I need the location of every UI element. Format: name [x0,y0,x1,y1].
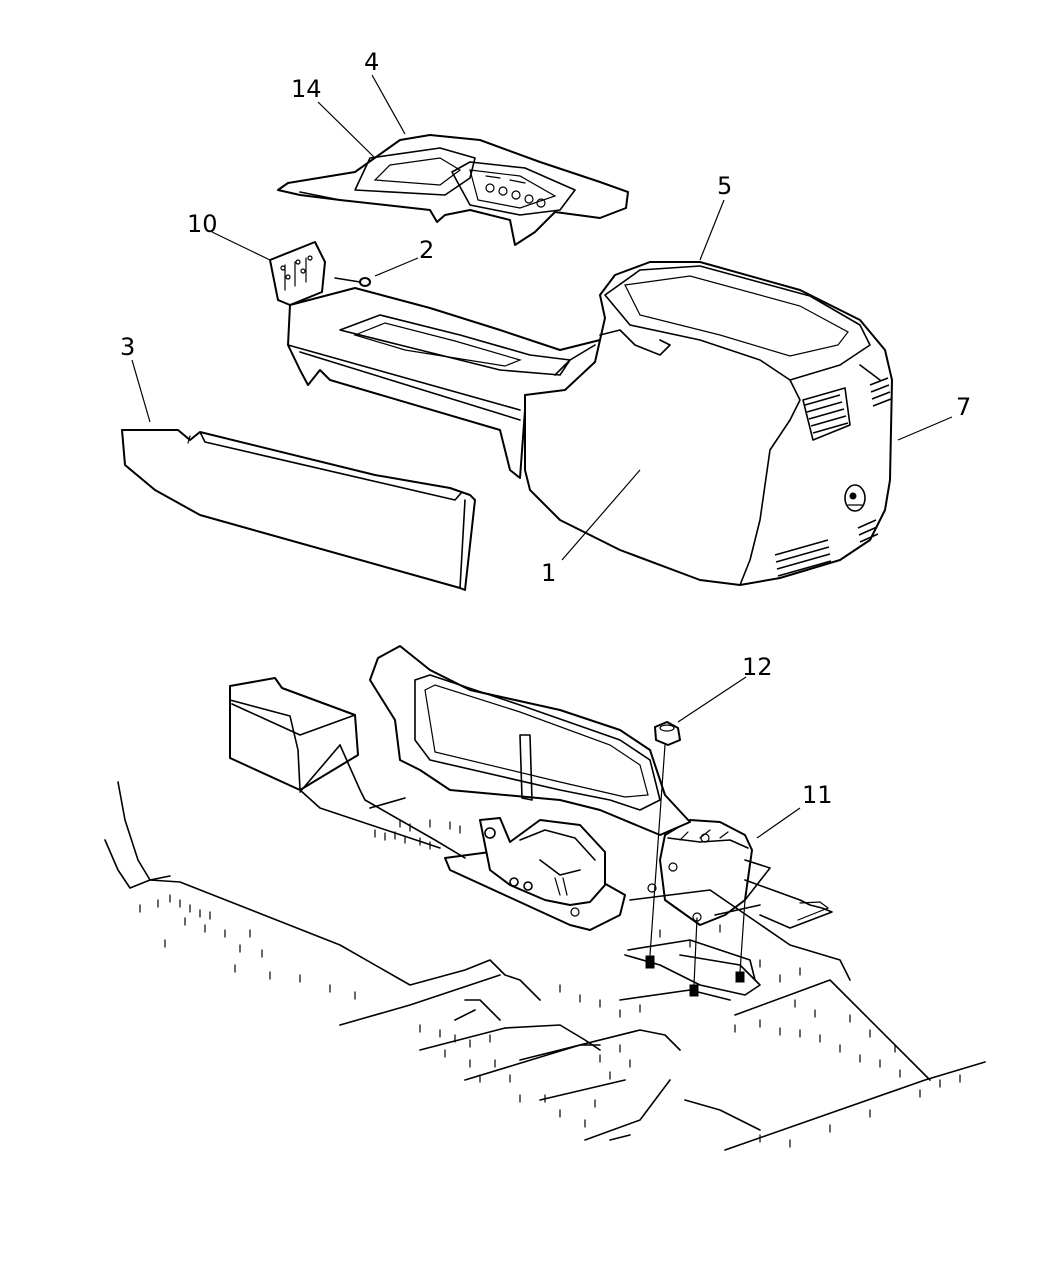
callout-3: 3 [120,333,135,361]
callout-14: 14 [291,75,322,103]
console-body-part [524,261,893,586]
callout-10: 10 [187,210,218,238]
callout-labels: 4 14 5 10 2 3 7 1 12 11 [120,48,971,809]
callout-1: 1 [541,559,556,587]
screw-part [334,277,371,287]
callout-2: 2 [419,236,434,264]
rear-bracket-part [647,819,753,926]
callout-4: 4 [364,48,379,76]
shifter-bezel-part [277,134,629,246]
callout-7: 7 [956,393,971,421]
callout-12: 12 [742,653,773,681]
nut-part [654,721,681,746]
side-panel-part [121,429,476,591]
callout-leaders [131,74,953,839]
front-bracket-part [269,241,326,306]
console-support-frame [369,645,833,929]
shifter-assembly [444,817,626,931]
floor-pan-and-tunnel [104,677,986,1151]
callout-11: 11 [802,781,833,809]
callout-5: 5 [717,172,732,200]
